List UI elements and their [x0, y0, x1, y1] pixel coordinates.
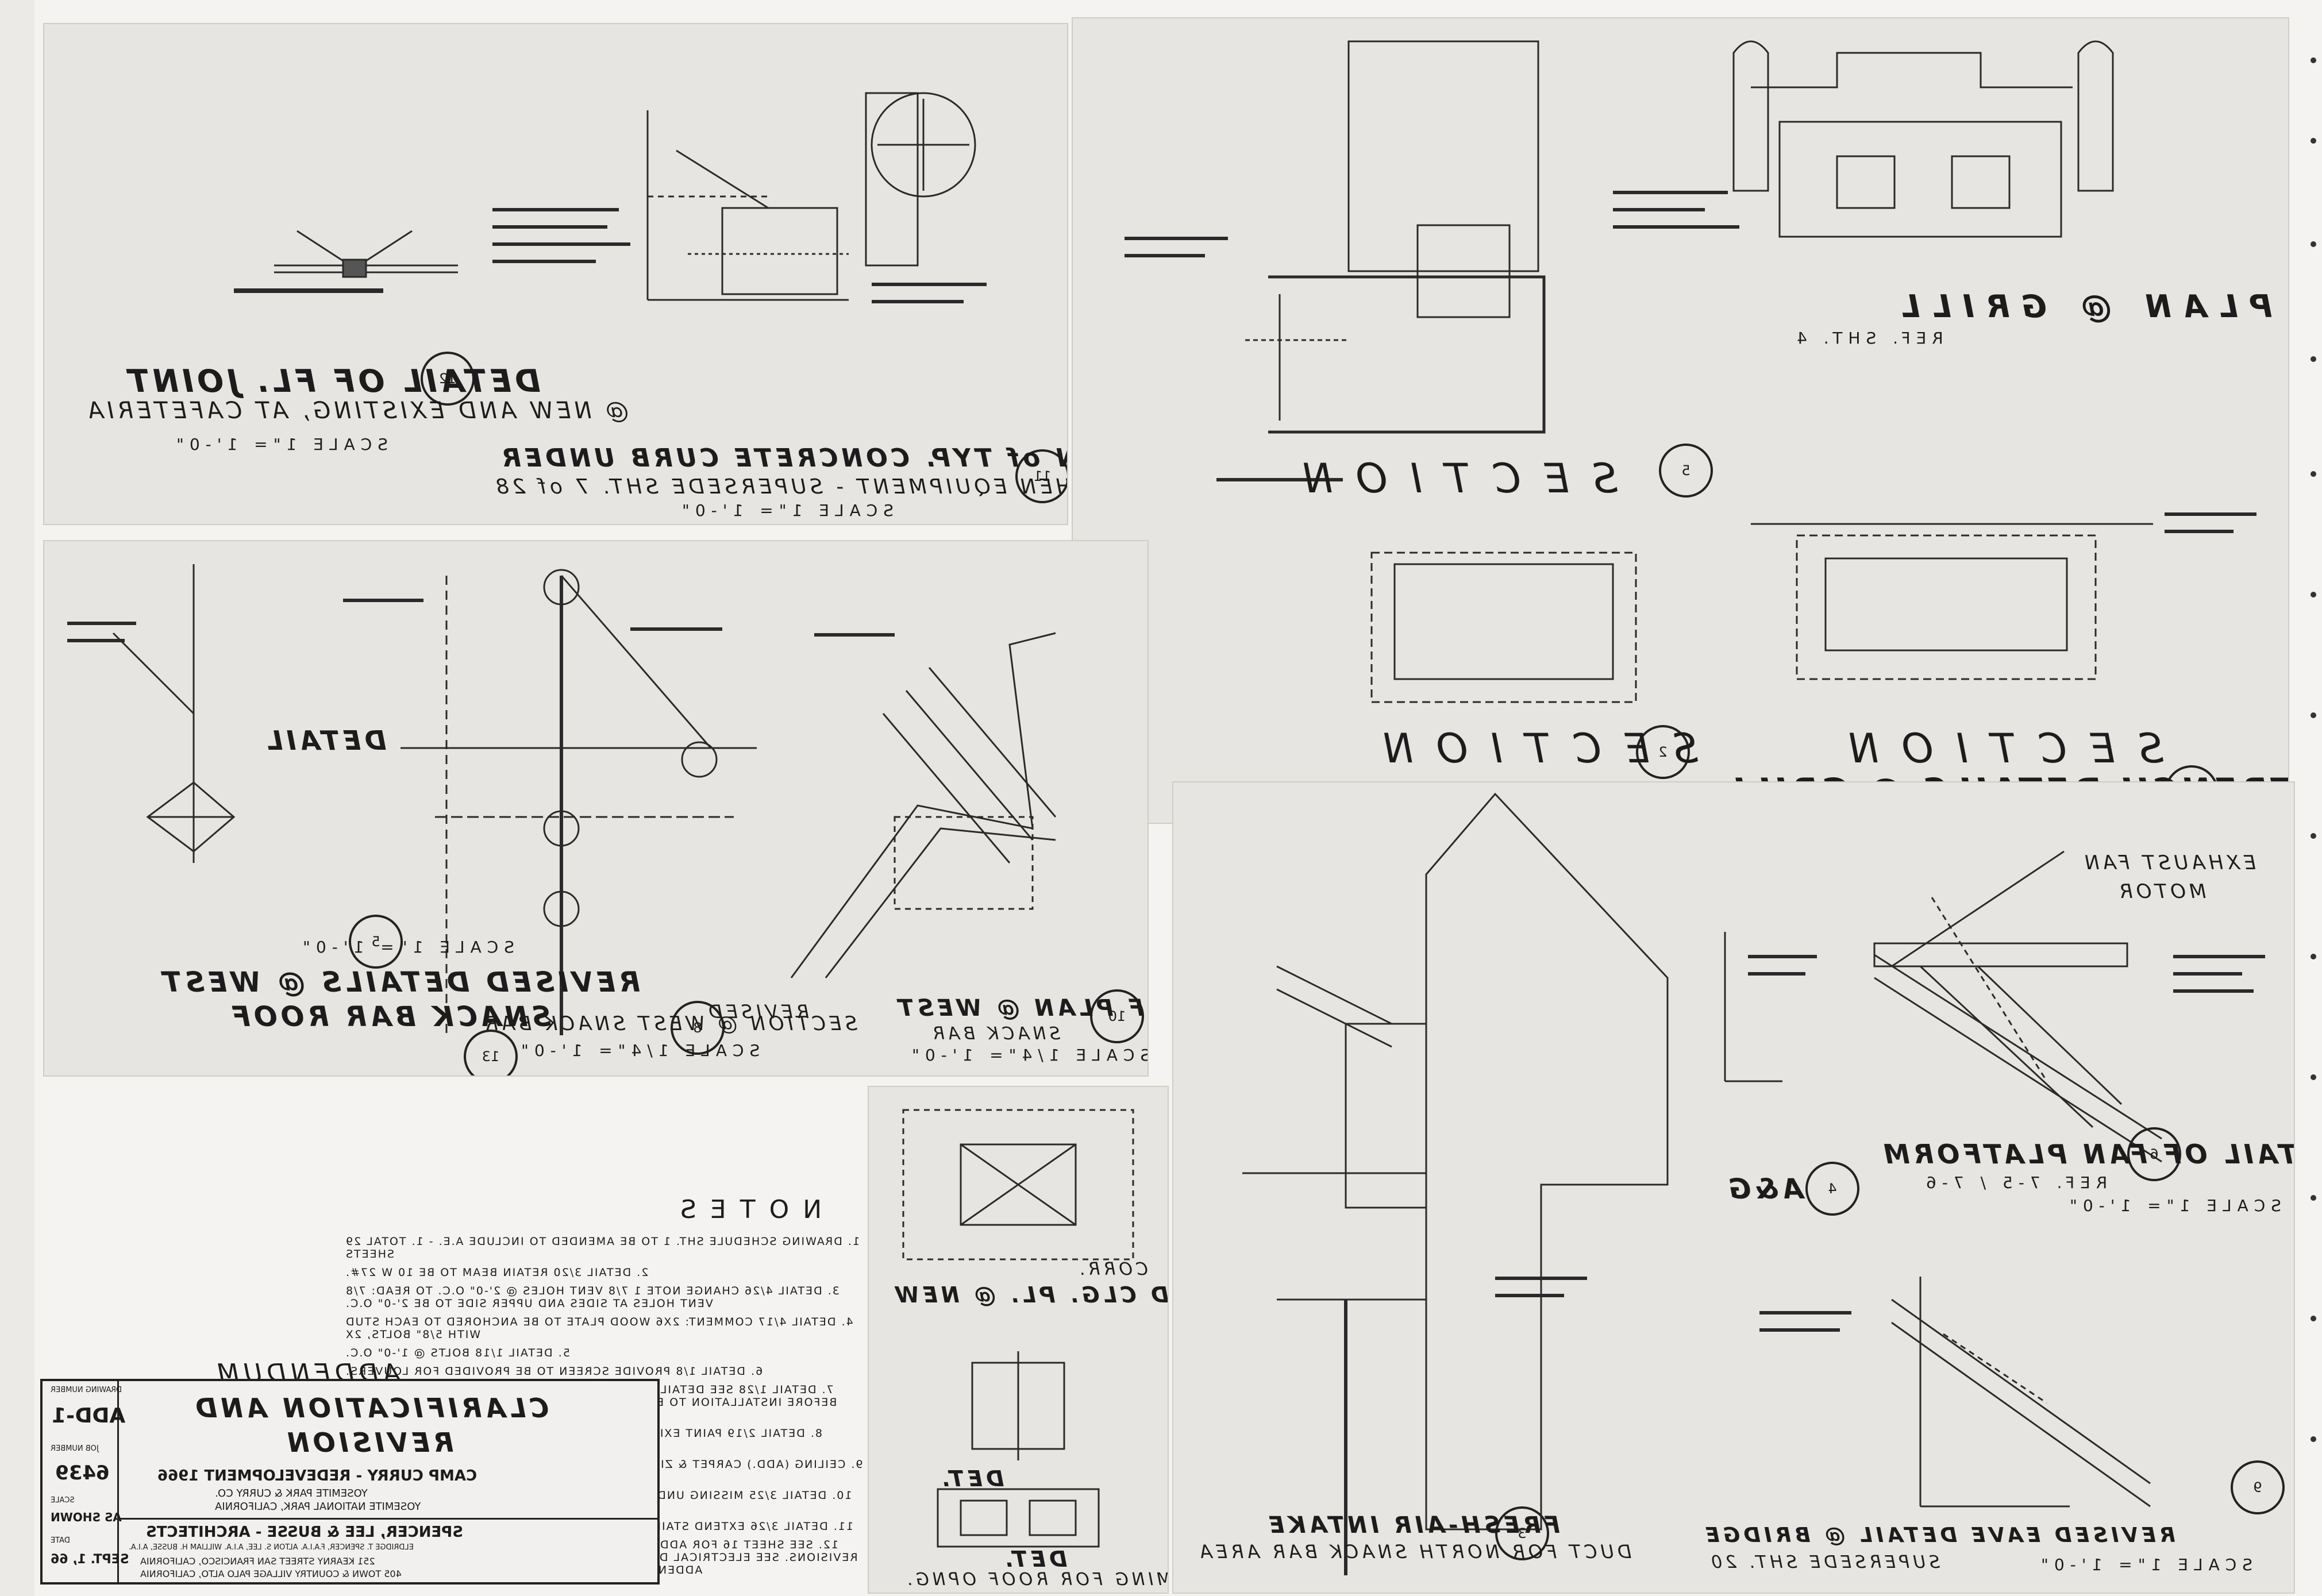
registration-dot — [2311, 356, 2316, 362]
note-item: 2. DETAIL 3/20 RETAIN BEAM TO BE 10 W 27… — [345, 1266, 649, 1279]
section-5-label: SECTION — [1280, 455, 1618, 502]
registration-dot — [2311, 954, 2316, 959]
section-5-tag: 5 — [1659, 444, 1713, 498]
registration-dot — [2311, 1195, 2316, 1201]
note-item: 3. DETAIL 4/26 CHANGE NOTE 1 7/8 VENT HO… — [345, 1285, 840, 1310]
registration-dot — [2311, 1316, 2316, 1321]
registration-dot — [2311, 1074, 2316, 1080]
drawing-snack-bar-roof — [67, 564, 1057, 1035]
drawing-number-label: DRAWING NUMBER — [51, 1386, 122, 1394]
detail-9-scale: SCALE 1"= 1'-0" — [2035, 1555, 2253, 1574]
detail-11-title: REVISION of TYP. CONCRETE CURB UNDER — [498, 444, 1067, 473]
detail-7-title: PLAN @ GRILL — [1889, 288, 2273, 325]
registration-dot — [2311, 592, 2316, 597]
section-1-label: SECTION — [1826, 725, 2164, 772]
firm-address-1: 251 KEARNY STREET SAN FRANCISCO, CALIFOR… — [140, 1556, 375, 1567]
scale-value: AS SHOWN — [51, 1510, 122, 1524]
client-name: YOSEMITE PARK & CURRY CO. — [215, 1487, 368, 1499]
detail-9-subtitle: SUPERSEDE SHT. 20 — [1708, 1552, 1940, 1572]
registration-dot — [2311, 471, 2316, 477]
date-label: DATE — [51, 1536, 70, 1545]
det-1-title: DET. — [938, 1466, 1004, 1491]
registration-dot — [2311, 712, 2316, 718]
detail-9-tag: 9 — [2231, 1460, 2285, 1514]
det-subtitle: FRAMING FOR ROOF OPNG. — [903, 1570, 1169, 1590]
notes-title: NOTES — [667, 1195, 822, 1224]
detail-10-title: ROOF PLAN @ WEST — [895, 995, 1147, 1021]
title-block: DRAWING NUMBER ADD-1 JOB NUMBER 6439 SCA… — [40, 1379, 660, 1585]
detail-12-title: DETAIL OF FL. JOINT — [125, 363, 541, 399]
detail-5b-title: DETAIL — [263, 725, 387, 756]
detail-11-scale: SCALE 1"= 1'-0" — [676, 501, 894, 520]
detail-9-title: REVISED EAVE DETAIL @ BRIDGE — [1702, 1524, 2175, 1547]
detail-3-title: FRESH-AIR INTAKE — [1265, 1512, 1560, 1539]
panel-trench-grill: 5 SECTION 2 SECTION PLAN @ GRILL REF. SH… — [1072, 17, 2289, 824]
detail-4-title: A&G — [1725, 1173, 1804, 1205]
scale-label: SCALE — [51, 1496, 75, 1505]
detail-12-scale: SCALE 1"= 1'-0" — [171, 435, 388, 454]
panel-snack-bar-roof: 5 DETAIL SCALE 1"= 1'-0" 13 REVISED DETA… — [43, 540, 1149, 1077]
drawing-roof-opening — [902, 1109, 1134, 1548]
detail-11-subtitle: KITCHEN EQUIPMENT - SUPERSEDE SHT. 7 of … — [492, 475, 1068, 499]
detail-4-tag: 4 — [1805, 1162, 1859, 1216]
panel-fan-intake-eave: EXHAUST FAN MOTOR 6 DETAIL OF FAN PLATFO… — [1172, 781, 2295, 1594]
detail-3-subtitle: DUCT FOR NORTH SNACK BAR AREA — [1196, 1541, 1632, 1563]
exhaust-fan-label: EXHAUST FAN — [2081, 851, 2256, 874]
drawing-fan-intake-eave — [1242, 792, 2265, 1575]
panel-roof-opening: REFLECTED CLG. PL. @ NEW CORR. DET. DET.… — [868, 1086, 1169, 1594]
title-line-2: REVISION — [284, 1427, 454, 1458]
title-block-divider — [117, 1518, 657, 1520]
detail-6-subtitle: REF. 7-5 / 7-6 — [1920, 1173, 2108, 1192]
registration-dot — [2311, 241, 2316, 247]
reflected-subtitle: CORR. — [1076, 1259, 1148, 1279]
firm-name: SPENCER, LEE & BUSSE - ARCHITECTS — [146, 1524, 464, 1541]
project-location: YOSEMITE NATIONAL PARK, CALIFORNIA — [215, 1501, 421, 1513]
drawing-number: ADD-1 — [52, 1404, 126, 1428]
title-block-number-column — [43, 1381, 119, 1582]
registration-dot — [2311, 138, 2316, 144]
detail-12-subtitle: @ NEW AND EXISTING, AT CAFETERIA — [84, 398, 629, 424]
firm-partners: ELDRIDGE T. SPENCER, F.A.I.A. ALTON S. L… — [129, 1543, 414, 1552]
detail-6-scale: SCALE 1"= 1'-0" — [2064, 1196, 2282, 1215]
reflected-title: REFLECTED CLG. PL. @ NEW — [892, 1282, 1169, 1308]
job-number-label: JOB NUMBER — [51, 1444, 99, 1453]
date-value: SEPT. 1, 66 — [51, 1552, 129, 1567]
firm-address-2: 405 TOWN & COUNTRY VILLAGE PALO ALTO, CA… — [140, 1568, 402, 1579]
note-item: 1. DRAWING SCHEDULE SHT. 1 TO BE AMENDED… — [345, 1235, 860, 1260]
note-item: 4. DETAIL 4/17 COMMENT: 2X6 WOOD PLATE T… — [345, 1316, 853, 1341]
registration-dot — [2311, 1436, 2316, 1442]
exhaust-motor-label: MOTOR — [2116, 880, 2207, 903]
registration-dot — [2311, 833, 2316, 839]
detail-7-subtitle: REF. SHT. 4 — [1791, 329, 1943, 348]
detail-10-subtitle: SNACK BAR — [929, 1024, 1061, 1044]
project-name: CAMP CURRY - REDEVELOPMENT 1966 — [157, 1467, 478, 1485]
note-item: 6. DETAIL 1/8 PROVIDE SCREEN TO BE PROVI… — [345, 1365, 763, 1378]
detail-5b-scale: SCALE 1"= 1'-0" — [297, 938, 515, 957]
drawing-trench-grill — [1125, 40, 2256, 703]
registration-dot — [2311, 57, 2316, 63]
panel-floor-joint-curb: 12 DETAIL OF FL. JOINT @ NEW AND EXISTIN… — [43, 23, 1068, 525]
section-2-label: SECTION — [1360, 725, 1699, 772]
detail-10-label: REVISED — [705, 1001, 809, 1023]
sheet-left-edge — [0, 0, 34, 1596]
detail-13-title: REVISED DETAILS @ WEST — [159, 966, 640, 999]
title-line-1: CLARIFICATION AND — [192, 1393, 549, 1424]
det-2-title: DET. — [1001, 1547, 1068, 1572]
detail-6-title: DETAIL OF FAN PLATFORM — [1880, 1139, 2295, 1170]
drawing-floor-joint-curb — [234, 92, 987, 303]
detail-10-scale: SCALE 1/4"= 1'-0" — [906, 1046, 1149, 1065]
note-item: 5. DETAIL 1/18 BOLTS @ 1'-0" O.C. — [345, 1347, 570, 1359]
job-number: 6439 — [55, 1462, 110, 1485]
detail-8-scale: SCALE 1/4"= 1'-0" — [515, 1041, 760, 1060]
